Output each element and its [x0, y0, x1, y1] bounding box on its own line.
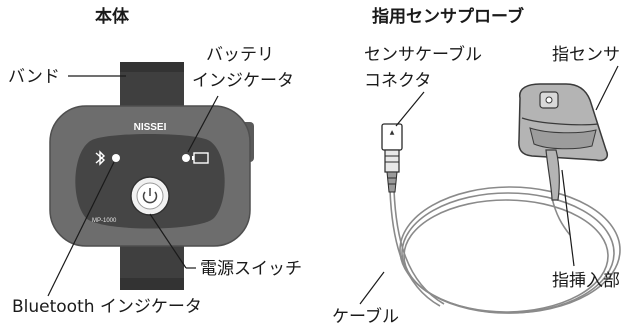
band-bottom [120, 238, 184, 290]
leader-finger-insert [561, 169, 575, 267]
label-connector-line1: センサケーブル [364, 44, 482, 65]
leader-connector [395, 91, 425, 127]
power-button[interactable] [130, 176, 170, 216]
brand-logo: NISSEI [134, 122, 167, 133]
leader-power [149, 213, 187, 269]
power-icon [142, 188, 158, 204]
label-bluetooth-indicator: Bluetooth インジケータ [12, 297, 202, 317]
leader-bluetooth [47, 161, 115, 297]
leader-cable [359, 271, 385, 305]
leader-battery [187, 95, 219, 153]
sensor-cable-connector: ▲ [381, 123, 403, 193]
bluetooth-icon [95, 150, 106, 166]
label-finger-sensor: 指センサ [552, 45, 620, 65]
label-cable: ケーブル [332, 306, 399, 327]
main-unit-device: NISSEI MP-1000 [49, 62, 254, 290]
label-battery-line2: インジケータ [192, 71, 294, 91]
battery-led [182, 154, 190, 162]
label-battery-line1: バッテリ [206, 45, 274, 65]
leader-finger-sensor [595, 65, 619, 111]
label-power-switch: 電源スイッチ [200, 259, 302, 279]
svg-text:▲: ▲ [390, 129, 395, 136]
probe-cable [389, 186, 621, 314]
bluetooth-led [112, 154, 120, 162]
label-connector-line2: コネクタ [364, 71, 431, 91]
main-unit-heading: 本体 [95, 6, 130, 27]
model-number: MP-1000 [92, 218, 117, 224]
label-band: バンド [8, 67, 60, 87]
finger-probe-heading: 指用センサプローブ [372, 6, 524, 27]
label-finger-insert: 指挿入部 [552, 271, 620, 291]
battery-icon [192, 152, 209, 164]
finger-sensor [518, 83, 608, 201]
